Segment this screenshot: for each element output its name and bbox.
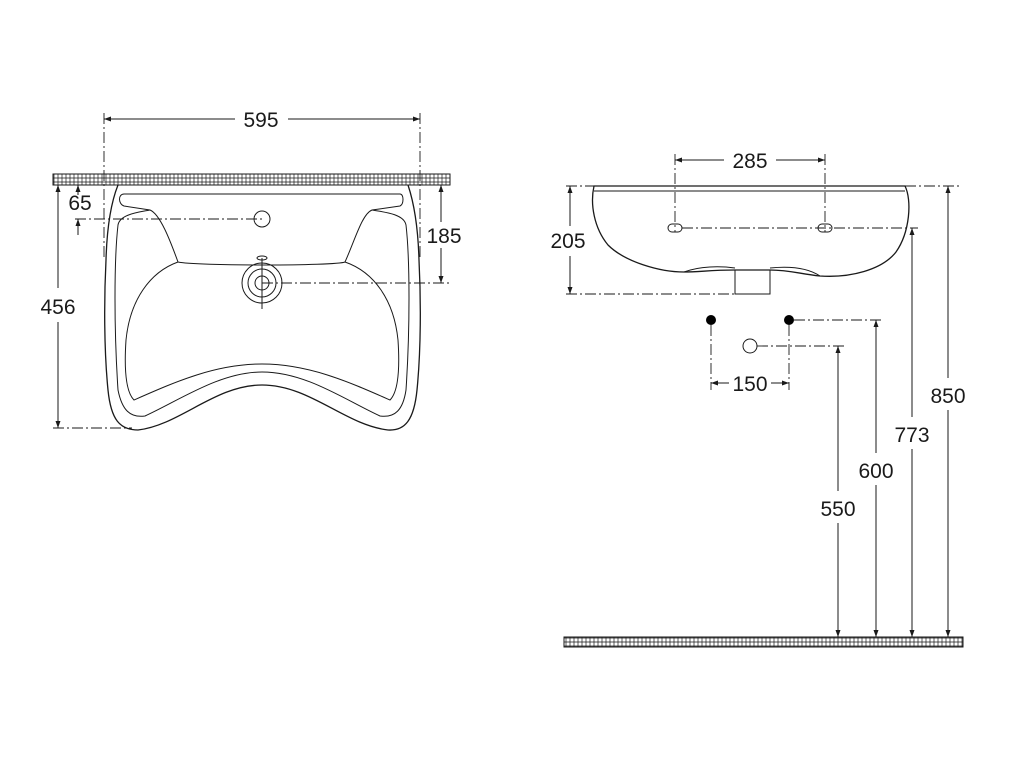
dim-width-label: 595	[243, 109, 278, 132]
waste-point	[742, 338, 758, 354]
dim-supply-height-label: 600	[858, 460, 893, 483]
dim-waste-height-label: 550	[820, 498, 855, 521]
dim-overflow-height-label: 773	[894, 424, 929, 447]
dim-basin-height-label: 205	[550, 230, 585, 253]
basin-side-profile	[591, 185, 910, 277]
wall-section	[52, 173, 451, 186]
bowl-inner-outline	[114, 209, 410, 417]
basin-deck	[119, 193, 404, 266]
dim-tap-offset-label: 65	[68, 192, 91, 215]
basin-outline	[104, 184, 421, 431]
dim-supply-spacing-label: 150	[732, 373, 767, 396]
dim-tap-spacing-label: 285	[732, 150, 767, 173]
dim-projection-label: 456	[40, 296, 75, 319]
side-view: 285 205 150 850 773 600 550	[550, 150, 966, 648]
supply-point-right	[784, 315, 794, 325]
dim-drain-depth-label: 185	[426, 225, 461, 248]
waste-outlet	[734, 270, 771, 295]
front-view: 595 65 185 456	[40, 109, 462, 431]
dim-rim-height-label: 850	[930, 385, 965, 408]
supply-point-left	[706, 315, 716, 325]
bowl-basin-edge	[124, 261, 400, 401]
floor-section	[563, 636, 964, 648]
